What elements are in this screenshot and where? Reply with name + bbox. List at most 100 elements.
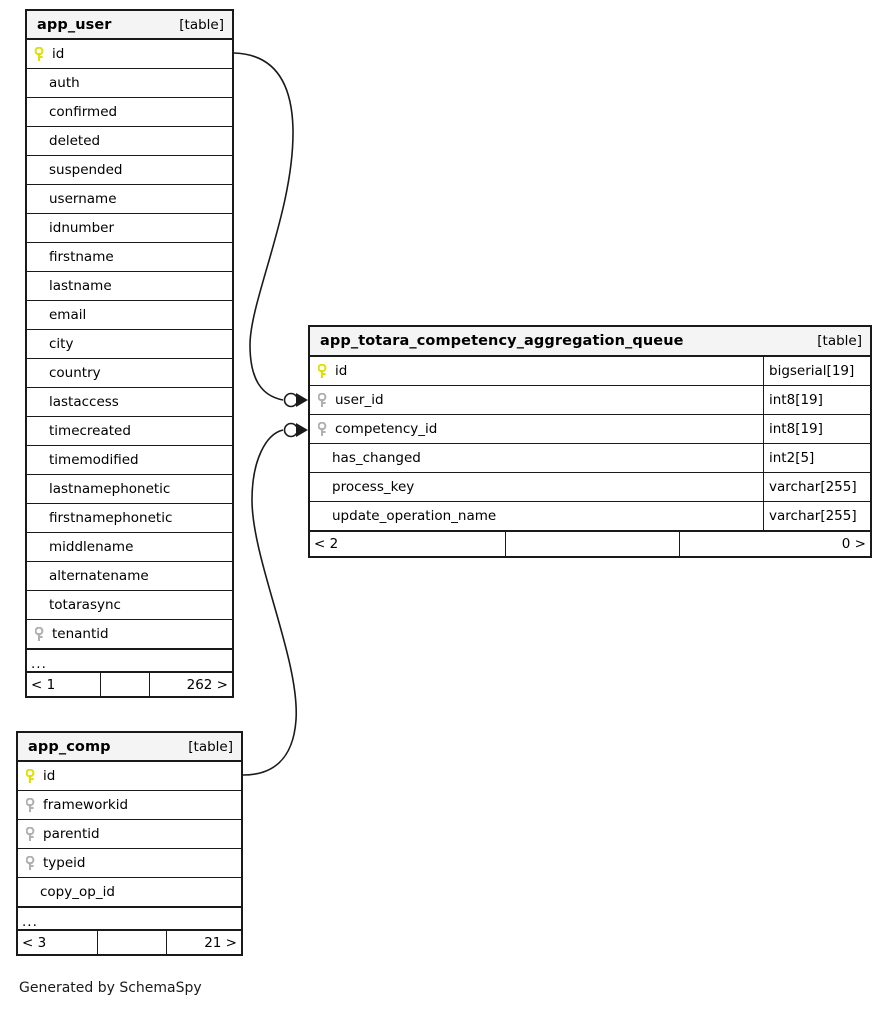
- table-row[interactable]: firstname: [27, 243, 232, 272]
- table-title-app-comp: app_comp: [28, 738, 111, 755]
- table-row[interactable]: email: [27, 301, 232, 330]
- column-cell-id: id: [310, 357, 763, 385]
- table-row[interactable]: firstnamephonetic: [27, 504, 232, 533]
- column-label: lastnamephonetic: [49, 481, 171, 497]
- footer-child-count[interactable]: 262 >: [186, 676, 228, 693]
- generated-by-caption: Generated by SchemaSpy: [19, 980, 202, 996]
- column-label: update_operation_name: [332, 508, 497, 524]
- table-row[interactable]: user_id int8[19]: [310, 386, 870, 415]
- column-label: username: [49, 191, 117, 207]
- footer-child-count[interactable]: 21 >: [204, 934, 237, 951]
- table-row[interactable]: lastaccess: [27, 388, 232, 417]
- more-columns-indicator: ...: [18, 907, 241, 931]
- table-row[interactable]: suspended: [27, 156, 232, 185]
- column-type: int2[5]: [763, 444, 870, 472]
- column-type: varchar[255]: [763, 473, 870, 501]
- column-label: deleted: [49, 133, 101, 149]
- table-row[interactable]: totarasync: [27, 591, 232, 620]
- table-row[interactable]: country: [27, 359, 232, 388]
- column-cell-competency-id: competency_id: [310, 415, 763, 443]
- primary-key-icon: [26, 768, 37, 784]
- table-row[interactable]: username: [27, 185, 232, 214]
- column-cell-typeid: typeid: [18, 849, 241, 877]
- column-label: totarasync: [49, 597, 121, 613]
- relationship-line-app-user-to-queue: [233, 52, 294, 401]
- table-row[interactable]: id: [18, 762, 241, 791]
- column-label: firstname: [49, 249, 114, 265]
- relationship-arrowhead-comp: [296, 423, 308, 437]
- table-row[interactable]: copy_op_id: [18, 878, 241, 907]
- table-row[interactable]: parentid: [18, 820, 241, 849]
- column-label: alternatename: [49, 568, 149, 584]
- table-row[interactable]: tenantid: [27, 620, 232, 649]
- table-type-tag-queue: [table]: [817, 333, 862, 349]
- column-label: city: [49, 336, 74, 352]
- foreign-key-icon: [35, 626, 46, 642]
- column-label: timemodified: [49, 452, 139, 468]
- table-row[interactable]: typeid: [18, 849, 241, 878]
- column-cell-id: id: [27, 40, 232, 68]
- table-row[interactable]: id bigserial[19]: [310, 357, 870, 386]
- column-type: bigserial[19]: [763, 357, 870, 385]
- table-row[interactable]: frameworkid: [18, 791, 241, 820]
- column-label: suspended: [49, 162, 123, 178]
- table-type-tag-app-user: [table]: [179, 16, 224, 33]
- footer-child-count[interactable]: 0 >: [841, 536, 866, 552]
- column-label: auth: [49, 75, 80, 91]
- table-row[interactable]: timecreated: [27, 417, 232, 446]
- primary-key-icon: [318, 363, 329, 379]
- relationship-endpoint-circle-comp: [283, 422, 299, 438]
- table-row[interactable]: confirmed: [27, 98, 232, 127]
- table-title-queue: app_totara_competency_aggregation_queue: [320, 333, 684, 349]
- table-app-comp[interactable]: app_comp [table] id frameworkid: [16, 731, 243, 956]
- primary-key-icon: [35, 46, 46, 62]
- table-app-totara-competency-aggregation-queue[interactable]: app_totara_competency_aggregation_queue …: [308, 325, 872, 558]
- column-label: email: [49, 307, 87, 323]
- footer-middle: [506, 532, 680, 556]
- column-type: varchar[255]: [763, 502, 870, 530]
- table-row[interactable]: update_operation_name varchar[255]: [310, 502, 870, 531]
- column-label: lastname: [49, 278, 112, 294]
- table-row[interactable]: alternatename: [27, 562, 232, 591]
- table-row[interactable]: idnumber: [27, 214, 232, 243]
- footer-parent-count[interactable]: < 1: [27, 673, 101, 696]
- column-label: idnumber: [49, 220, 115, 236]
- table-row[interactable]: deleted: [27, 127, 232, 156]
- table-app-user[interactable]: app_user [table] id auth confirmed delet…: [25, 9, 234, 698]
- table-row[interactable]: city: [27, 330, 232, 359]
- table-row[interactable]: lastnamephonetic: [27, 475, 232, 504]
- column-label: process_key: [332, 479, 415, 495]
- table-row[interactable]: timemodified: [27, 446, 232, 475]
- column-type: int8[19]: [763, 386, 870, 414]
- column-label: tenantid: [52, 626, 109, 642]
- table-footer-app-comp: < 3 21 >: [18, 931, 241, 954]
- table-row[interactable]: middlename: [27, 533, 232, 562]
- foreign-key-icon: [26, 855, 37, 871]
- column-label: lastaccess: [49, 394, 119, 410]
- relationship-arrowhead-user: [296, 393, 308, 407]
- table-title-app-user: app_user: [37, 16, 112, 33]
- column-label: middlename: [49, 539, 134, 555]
- table-header-queue[interactable]: app_totara_competency_aggregation_queue …: [310, 327, 870, 357]
- column-label: user_id: [335, 392, 384, 408]
- table-row[interactable]: id: [27, 40, 232, 69]
- relationship-line-app-comp-to-queue: [242, 429, 297, 776]
- column-label: id: [52, 46, 65, 62]
- column-label: typeid: [43, 855, 86, 871]
- footer-parent-count[interactable]: < 3: [18, 931, 99, 954]
- column-label: confirmed: [49, 104, 118, 120]
- table-type-tag-app-comp: [table]: [188, 738, 233, 755]
- table-row[interactable]: auth: [27, 69, 232, 98]
- table-row[interactable]: process_key varchar[255]: [310, 473, 870, 502]
- column-label: parentid: [43, 826, 100, 842]
- table-row[interactable]: competency_id int8[19]: [310, 415, 870, 444]
- table-row[interactable]: lastname: [27, 272, 232, 301]
- table-header-app-user[interactable]: app_user [table]: [27, 11, 232, 40]
- table-header-app-comp[interactable]: app_comp [table]: [18, 733, 241, 762]
- footer-parent-count[interactable]: < 2: [310, 532, 506, 556]
- column-cell-user-id: user_id: [310, 386, 763, 414]
- column-label: firstnamephonetic: [49, 510, 173, 526]
- column-label: copy_op_id: [40, 884, 115, 900]
- table-row[interactable]: has_changed int2[5]: [310, 444, 870, 473]
